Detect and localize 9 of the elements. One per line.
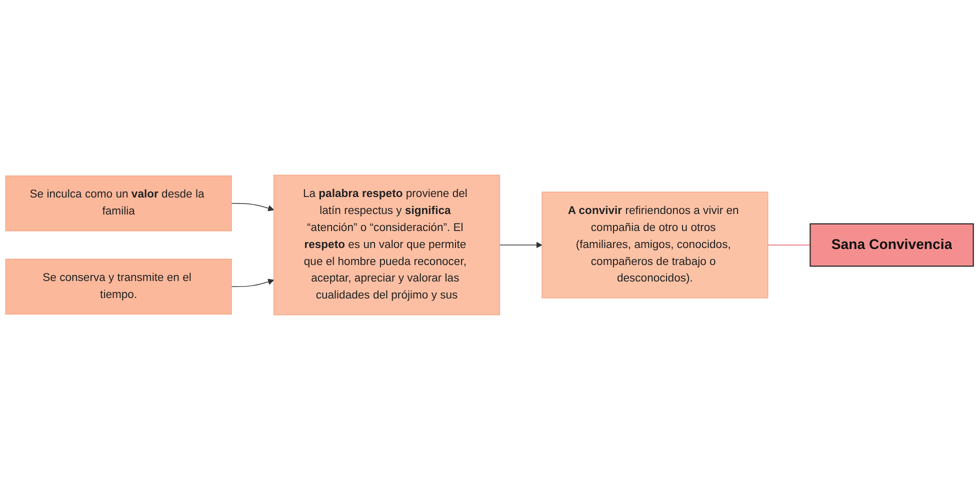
connector (768, 244, 811, 246)
node-box: Se conserva y transmite en el tiempo. (5, 258, 232, 315)
arrow (231, 203, 274, 212)
arrow (499, 242, 542, 248)
node-box: Se inculca como un valor desde la familia (5, 175, 232, 232)
node-box: Sana Convivencia (810, 223, 974, 267)
arrow (231, 278, 274, 287)
node-box: La palabra respeto proviene del latín respectus y significa “atención” o “consideración”. El respeto es un valor que permite que el hombre pueda reconocer, aceptar, apreciar y valorar las cualidades del prójimo y sus (273, 174, 500, 316)
node-box: A convivir refiriendonos a vivir en compañia de otro u otros (familiares, amigos, conocidos, compañeros de trabajo o desconocidos). (542, 192, 768, 298)
